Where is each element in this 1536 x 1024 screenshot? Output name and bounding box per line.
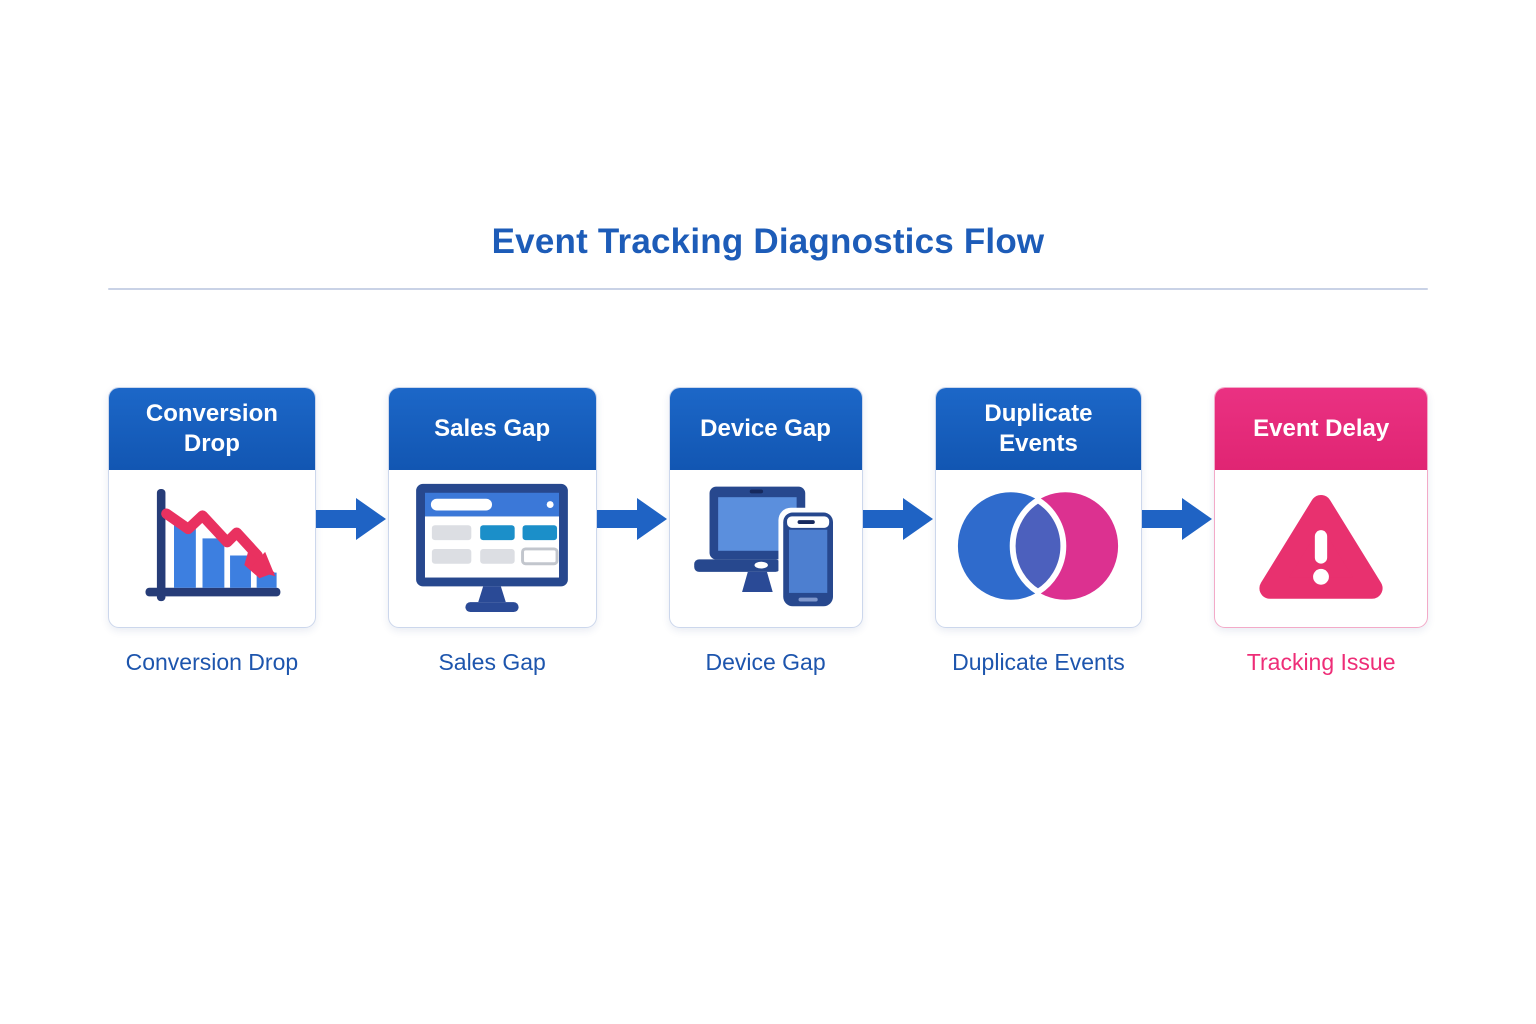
arrow-right-icon — [596, 498, 667, 540]
card-header: Device Gap — [669, 388, 862, 470]
step-label: Duplicate Events — [952, 649, 1125, 675]
diagram-page: Event Tracking Diagnostics Flow Conversi… — [108, 0, 1428, 676]
arrow-right-icon — [1142, 498, 1213, 540]
arrow-right-icon — [315, 498, 386, 540]
arrow-right-icon — [862, 498, 933, 540]
flow-step-duplicate-events: Duplicate Events Duplicate Events — [934, 387, 1143, 676]
flow-arrow — [315, 497, 388, 541]
card-header: Event Delay — [1215, 388, 1427, 470]
page-title: Event Tracking Diagnostics Flow — [491, 222, 1045, 261]
card-conversion-drop: Conversion Drop — [108, 387, 316, 628]
step-label: Conversion Drop — [125, 649, 299, 675]
card-header: Conversion Drop — [109, 388, 315, 470]
flow-arrow — [596, 497, 669, 541]
card-sales-gap: Sales Gap — [387, 387, 597, 628]
flow-step-conversion-drop: Conversion Drop — [108, 387, 316, 676]
venn-overlap-icon — [954, 484, 1122, 613]
divider — [108, 288, 1428, 290]
card-header: Duplicate Events — [935, 388, 1142, 470]
card-duplicate-events: Duplicate Events — [934, 387, 1143, 628]
flow-step-device-gap: Device Gap — [668, 387, 863, 676]
declining-bar-chart-icon — [136, 483, 288, 614]
card-event-delay: Event Delay — [1214, 387, 1428, 628]
step-label: Sales Gap — [438, 649, 546, 675]
flow-arrow — [862, 497, 935, 541]
step-label: Tracking Issue — [1246, 649, 1396, 675]
flow-step-event-delay: Event Delay Tracking Issue — [1214, 387, 1428, 676]
warning-triangle-icon — [1255, 486, 1387, 611]
flow-arrow — [1142, 497, 1214, 541]
step-label: Device Gap — [705, 649, 826, 675]
card-device-gap: Device Gap — [668, 387, 863, 628]
flow-step-sales-gap: Sales Gap — [387, 387, 597, 676]
dashboard-monitor-icon — [408, 478, 576, 619]
flow-row: Conversion Drop — [108, 387, 1428, 676]
card-header: Sales Gap — [388, 388, 596, 470]
laptop-phone-icon — [684, 479, 848, 618]
